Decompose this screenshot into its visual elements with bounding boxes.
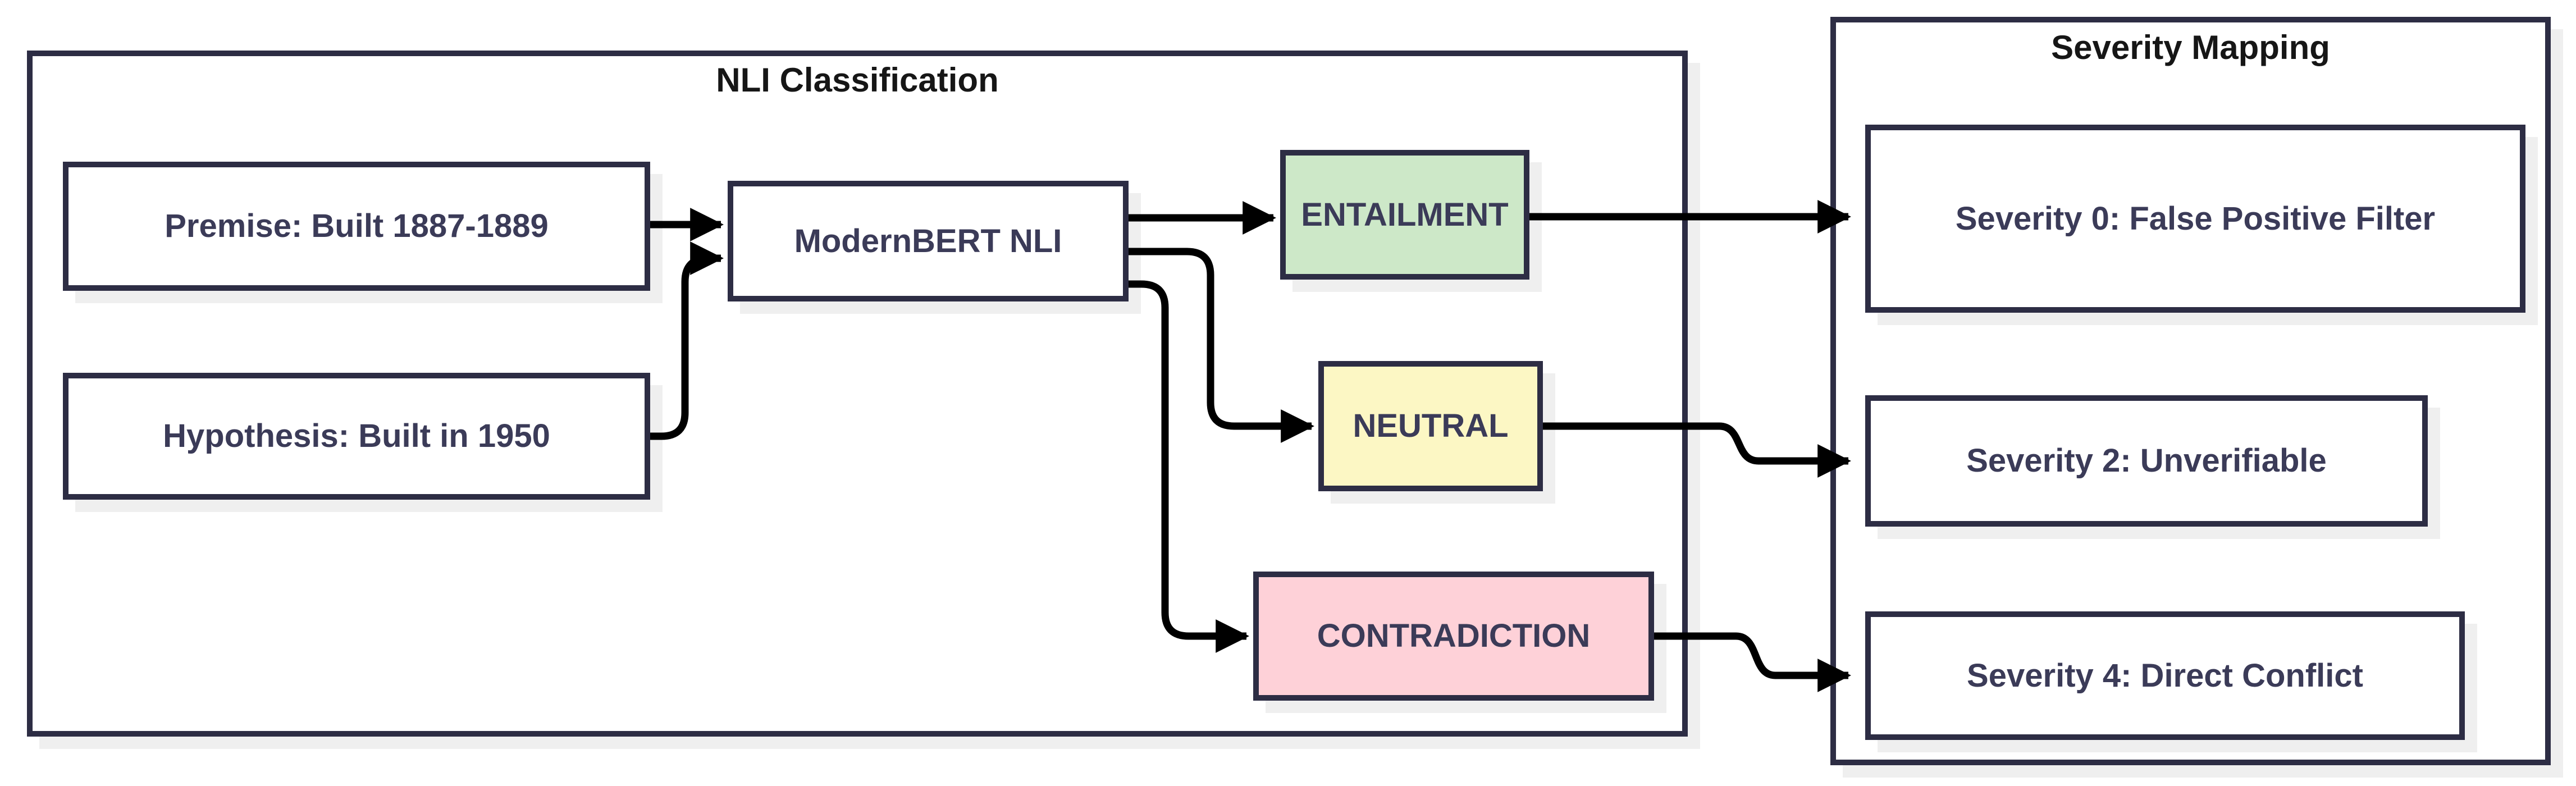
- severity2-unverifiable-node: Severity 2: Unverifiable: [1865, 395, 2428, 527]
- entailment-label: ENTAILMENT: [1301, 196, 1509, 233]
- hypothesis-label: Hypothesis: Built in 1950: [163, 418, 550, 455]
- severity4-label: Severity 4: Direct Conflict: [1967, 657, 2363, 694]
- premise-node: Premise: Built 1887-1889: [63, 162, 650, 291]
- modernbert-nli-node: ModernBERT NLI: [728, 181, 1129, 301]
- neutral-label: NEUTRAL: [1353, 408, 1509, 445]
- neutral-node: NEUTRAL: [1318, 361, 1543, 491]
- hypothesis-node: Hypothesis: Built in 1950: [63, 373, 650, 500]
- severity2-label: Severity 2: Unverifiable: [1966, 442, 2327, 479]
- severity0-false-positive-node: Severity 0: False Positive Filter: [1865, 125, 2525, 313]
- severity4-direct-conflict-node: Severity 4: Direct Conflict: [1865, 611, 2465, 740]
- premise-label: Premise: Built 1887-1889: [165, 208, 549, 245]
- severity0-label: Severity 0: False Positive Filter: [1955, 200, 2436, 237]
- contradiction-node: CONTRADICTION: [1253, 572, 1654, 701]
- severity-section-title: Severity Mapping: [2051, 29, 2330, 66]
- nli-section-title: NLI Classification: [716, 61, 999, 99]
- modernbert-nli-label: ModernBERT NLI: [794, 222, 1062, 259]
- contradiction-label: CONTRADICTION: [1317, 618, 1591, 655]
- entailment-node: ENTAILMENT: [1280, 150, 1529, 280]
